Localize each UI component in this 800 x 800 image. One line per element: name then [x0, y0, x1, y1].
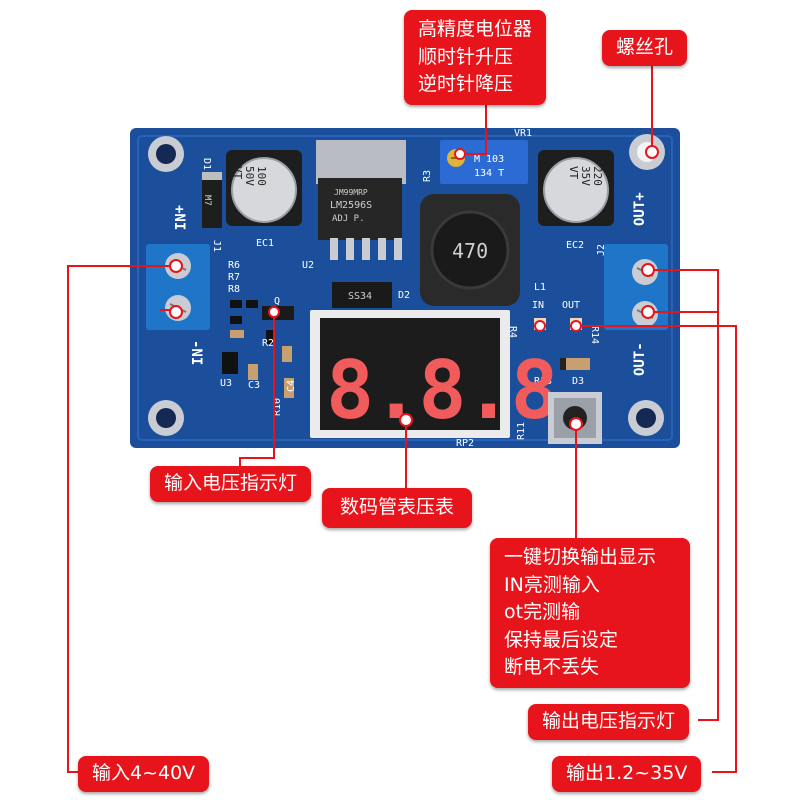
leader-dots: [169, 145, 659, 431]
diode-d1: [202, 172, 222, 228]
diode-d3: [560, 358, 590, 370]
mounting-hole-top-left: [148, 136, 184, 172]
cap2-line-3: VT: [567, 166, 580, 180]
label-d2: D2: [398, 290, 410, 301]
pot-line-2: 134 T: [474, 168, 504, 179]
output-led-callout: 输出电压指示灯: [528, 704, 690, 740]
label-led-in: IN: [532, 300, 544, 311]
potentiometer-callout-line-1: 高精度电位器: [418, 18, 533, 40]
label-vr1: VR1: [514, 128, 532, 139]
button-callout: 一键切换输出显示 IN亮测输入 ot完测输 保持最后设定 断电不丢失: [490, 538, 690, 688]
input-led-callout: 输入电压指示灯: [150, 466, 312, 502]
cap2-line-1: 220: [591, 166, 604, 186]
label-r7: R7: [228, 272, 240, 283]
label-c4: C4: [286, 380, 297, 392]
seven-segment-display: [310, 310, 510, 438]
label-r8: R8: [228, 284, 240, 295]
label-ec1: EC1: [256, 238, 274, 249]
label-r14: R14: [589, 326, 600, 344]
output-terminal-block: [604, 244, 668, 330]
label-l1: L1: [534, 282, 546, 293]
leader-lines: [67, 62, 737, 773]
chip-line-1: JM99MRP: [334, 188, 368, 197]
inductor-l1: [420, 194, 520, 306]
label-r11: R11: [516, 422, 527, 440]
cap2-line-2: 35V: [579, 166, 592, 186]
label-in-minus: -NI: [188, 340, 204, 365]
label-led-out: OUT: [562, 300, 580, 311]
label-m7: M7: [202, 195, 212, 206]
regulator-chip-lm2596: [316, 140, 406, 260]
label-r3: R3: [422, 170, 433, 182]
chip-line-2: LM2596S: [330, 200, 372, 211]
mounting-hole-bottom-right: [628, 400, 664, 436]
output-range-callout: 输出1.2~35V: [552, 756, 702, 792]
potentiometer-callout: 高精度电位器 顺时针升压 逆时针降压: [404, 10, 547, 105]
cap1-line-2: 50V: [243, 166, 256, 186]
label-d3: D3: [572, 376, 584, 387]
capacitor-ec1: [226, 150, 302, 226]
input-range-callout: 输入4~40V: [78, 756, 210, 792]
label-j2: J2: [596, 244, 607, 256]
chip-line-3: ADJ P.: [332, 214, 365, 224]
potentiometer-callout-line-2: 顺时针升压: [418, 45, 514, 68]
label-out-plus: OUT+: [632, 192, 648, 226]
pot-line-1: M 103: [474, 154, 504, 165]
label-q: Q: [274, 296, 280, 307]
label-c3: C3: [248, 380, 260, 391]
label-out-minus: OUT-: [632, 342, 648, 376]
label-r10: R10: [272, 398, 283, 416]
label-u3: U3: [220, 378, 232, 389]
label-rp2: RP2: [456, 438, 474, 449]
label-r6: R6: [228, 260, 240, 271]
label-d1: D1: [201, 158, 212, 170]
label-in-plus: +NI: [171, 205, 187, 230]
screw-hole-callout: 螺丝孔: [602, 30, 688, 66]
label-r4: R4: [507, 326, 518, 338]
schottky-diode-ss34: [332, 282, 392, 308]
display-callout: 数码管表压表: [322, 488, 473, 528]
button-callout-line-1: 一键切换输出显示: [504, 546, 657, 568]
label-ec2: EC2: [566, 240, 584, 251]
mounting-hole-bottom-left: [148, 400, 184, 436]
label-r13: R13: [534, 376, 552, 387]
potentiometer-callout-line-3: 逆时针降压: [418, 73, 514, 96]
label-ss34: SS34: [348, 291, 372, 302]
label-j1: J1: [211, 240, 222, 252]
label-r2: R2: [262, 338, 274, 349]
button-callout-line-5: 断电不丢失: [504, 656, 600, 679]
button-callout-line-4: 保持最后设定: [504, 628, 619, 651]
label-u2: U2: [302, 260, 314, 271]
cap1-line-1: 100: [255, 166, 268, 186]
button-callout-line-3: ot完测输: [504, 601, 581, 624]
inductor-label: 470: [452, 239, 488, 263]
cap1-line-3: VT: [231, 166, 244, 180]
button-callout-line-2: IN亮测输入: [504, 573, 600, 596]
capacitor-ec2: [538, 150, 614, 226]
